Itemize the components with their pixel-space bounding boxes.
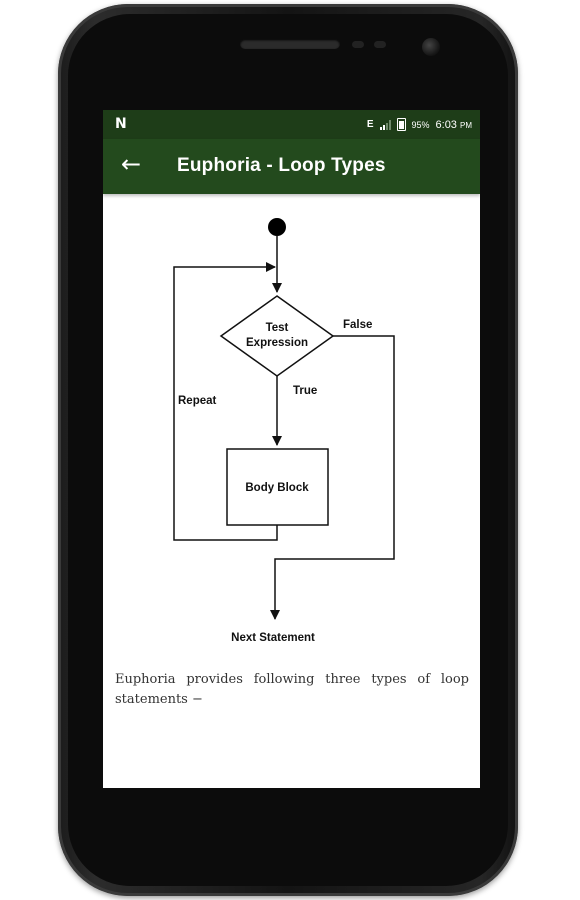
page-title: Euphoria - Loop Types	[177, 155, 386, 176]
clock-time: 6:03	[435, 118, 457, 131]
description-text: Euphoria provides following three types …	[115, 672, 469, 707]
clock: 6:03 PM	[436, 119, 472, 131]
start-node	[268, 218, 286, 236]
network-type: E	[366, 119, 374, 130]
proximity-sensor	[352, 41, 364, 48]
notification-icon: N	[115, 116, 127, 132]
front-camera-icon	[422, 38, 440, 56]
light-sensor	[374, 41, 386, 48]
battery-percent: 95%	[411, 119, 430, 130]
loop-flowchart: Test Expression False True Body Block Re…	[173, 218, 395, 644]
status-bar: N E 95% 6:03 PM	[103, 110, 480, 139]
body-block-label: Body Block	[245, 482, 309, 494]
true-label: True	[293, 385, 317, 397]
condition-diamond	[219, 295, 335, 377]
app-bar: ← Euphoria - Loop Types	[103, 139, 480, 194]
screen: N E 95% 6:03 PM ← Euphoria - Loop Type	[103, 110, 480, 788]
clock-suffix: PM	[460, 120, 472, 130]
next-statement-label: Next Statement	[231, 632, 315, 644]
condition-label-line2: Expression	[246, 337, 308, 349]
repeat-label: Repeat	[178, 395, 217, 407]
signal-icon	[379, 119, 391, 130]
back-arrow-icon[interactable]: ←	[121, 150, 142, 178]
battery-icon	[396, 118, 406, 131]
false-label: False	[343, 319, 372, 331]
flow-repeat-loop	[173, 262, 278, 541]
status-indicators: E 95% 6:03 PM	[367, 118, 472, 131]
earpiece-speaker	[240, 39, 340, 49]
condition-label-line1: Test	[266, 322, 289, 334]
flow-false-branch	[270, 335, 395, 620]
